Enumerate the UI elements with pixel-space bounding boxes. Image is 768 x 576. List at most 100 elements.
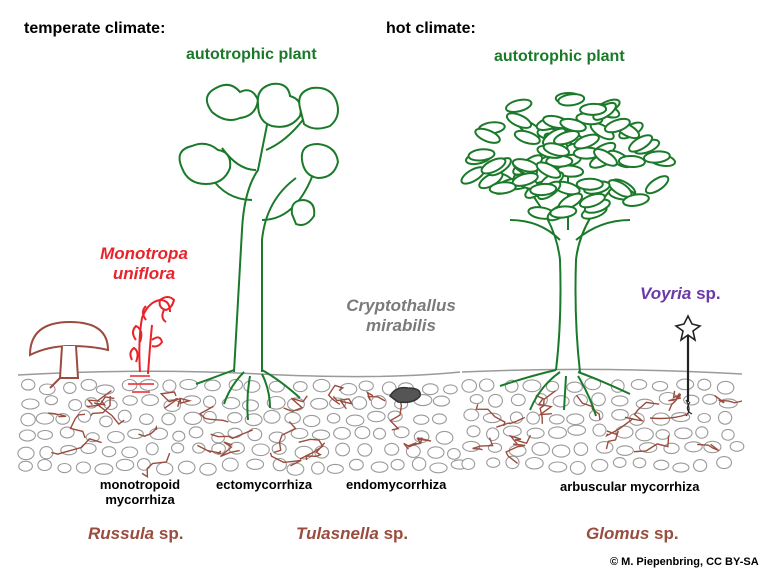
soil-stone — [393, 426, 410, 439]
soil-stone — [18, 429, 36, 442]
hypha — [575, 394, 601, 421]
voyria-genus: Voyria — [640, 284, 692, 303]
soil-stone — [413, 414, 430, 425]
tree-leaf — [529, 182, 558, 197]
soil-stone — [57, 462, 72, 474]
tree-leaf — [644, 175, 670, 195]
soil-stone — [311, 461, 325, 475]
voyria-label: Voyria sp. — [640, 284, 721, 304]
soil-stone — [358, 380, 374, 392]
soil-stone — [18, 460, 33, 472]
cryptothallus-label-line1: Cryptothallus — [346, 296, 456, 315]
soil-stone — [251, 443, 270, 457]
monotropoid-line1: monotropoid — [99, 477, 181, 492]
soil-stone — [674, 427, 693, 440]
hypha — [219, 441, 240, 458]
soil-stone — [302, 414, 321, 428]
soil-stone — [461, 457, 476, 471]
hypha — [269, 452, 302, 467]
monotropa-label-line1: Monotropa — [100, 244, 188, 263]
tulasnella-genus: Tulasnella — [296, 524, 379, 543]
hypha — [48, 412, 67, 418]
soil-stone — [463, 408, 480, 422]
soil-stone — [421, 383, 439, 396]
temperate-climate-heading: temperate climate: — [24, 20, 166, 37]
soil-stone — [77, 409, 92, 423]
soil-stone — [548, 414, 565, 425]
hypha — [51, 437, 102, 455]
hypha — [273, 421, 297, 454]
soil-stone — [312, 378, 331, 393]
soil-stone — [348, 458, 364, 471]
soil-stone — [183, 411, 203, 425]
soil-stone — [716, 380, 735, 395]
hypha — [505, 443, 526, 464]
soil-stone — [522, 379, 542, 393]
hypha — [210, 429, 253, 440]
cryptothallus-mirabilis-label: Cryptothallus mirabilis — [336, 296, 466, 335]
soil-stone — [139, 379, 159, 391]
soil-stone — [20, 378, 36, 391]
hypha — [539, 390, 556, 424]
hypha — [407, 437, 432, 447]
autotrophic-plant-temperate-label: autotrophic plant — [186, 46, 317, 63]
monotropa-label-line2: uniflora — [112, 263, 176, 283]
hypha — [298, 438, 324, 460]
soil-stone — [68, 399, 83, 412]
soil-stone — [630, 379, 648, 390]
soil-stones-tropical — [461, 377, 745, 475]
soil-stone — [569, 460, 586, 475]
soil-stone — [286, 462, 305, 476]
soil-stone — [591, 392, 606, 407]
hypha — [389, 396, 403, 431]
soil-stone — [188, 426, 204, 439]
soil-stone — [156, 461, 174, 476]
soil-stone — [390, 458, 405, 471]
hypha — [197, 444, 222, 455]
soil-stone — [447, 447, 461, 460]
soil-stone — [345, 414, 365, 427]
soil-stone — [702, 393, 718, 405]
ectomycorrhiza-label: ectomycorrhiza — [216, 477, 313, 492]
soil-stone — [94, 463, 114, 475]
soil-stone — [292, 381, 308, 393]
hypha — [668, 392, 681, 402]
soil-stone — [384, 442, 400, 456]
monotropa-plant-icon — [128, 296, 176, 393]
soil-stone — [115, 458, 135, 472]
soil-stone — [266, 395, 286, 410]
soil-stone — [615, 425, 634, 439]
soil-stone — [284, 411, 301, 425]
soil-stone — [672, 462, 690, 473]
soil-stone — [227, 427, 243, 439]
autotrophic-tree-temperate-icon — [178, 82, 340, 421]
soil-stone — [551, 444, 571, 458]
tree-leaf — [575, 177, 604, 191]
glomus-genus: Glomus — [586, 524, 650, 543]
soil-stone — [311, 429, 331, 441]
tree-leaf — [578, 192, 606, 209]
soil-stone — [17, 446, 35, 461]
hypha — [697, 443, 720, 452]
tree-leaf — [628, 134, 654, 153]
soil-stone — [339, 382, 358, 396]
soil-stone — [372, 427, 387, 440]
soil-stone — [268, 380, 285, 393]
tree-leaf — [474, 127, 501, 144]
tree-leaf — [617, 154, 646, 169]
glomus-label: Glomus sp. — [586, 524, 679, 544]
soil-stone — [290, 427, 309, 440]
hypha — [283, 395, 308, 413]
soil-stone — [612, 457, 627, 468]
soil-stone — [502, 425, 522, 437]
hot-climate-heading: hot climate: — [386, 20, 476, 37]
soil-stone — [247, 427, 263, 442]
hypha — [327, 384, 345, 405]
soil-stone — [429, 462, 448, 474]
tree-leaf — [642, 150, 671, 164]
hypha — [332, 395, 354, 410]
soil-stone — [566, 413, 585, 426]
soil-stone — [663, 442, 680, 455]
voyria-sp: sp. — [691, 284, 721, 303]
soil-stone — [80, 442, 97, 455]
